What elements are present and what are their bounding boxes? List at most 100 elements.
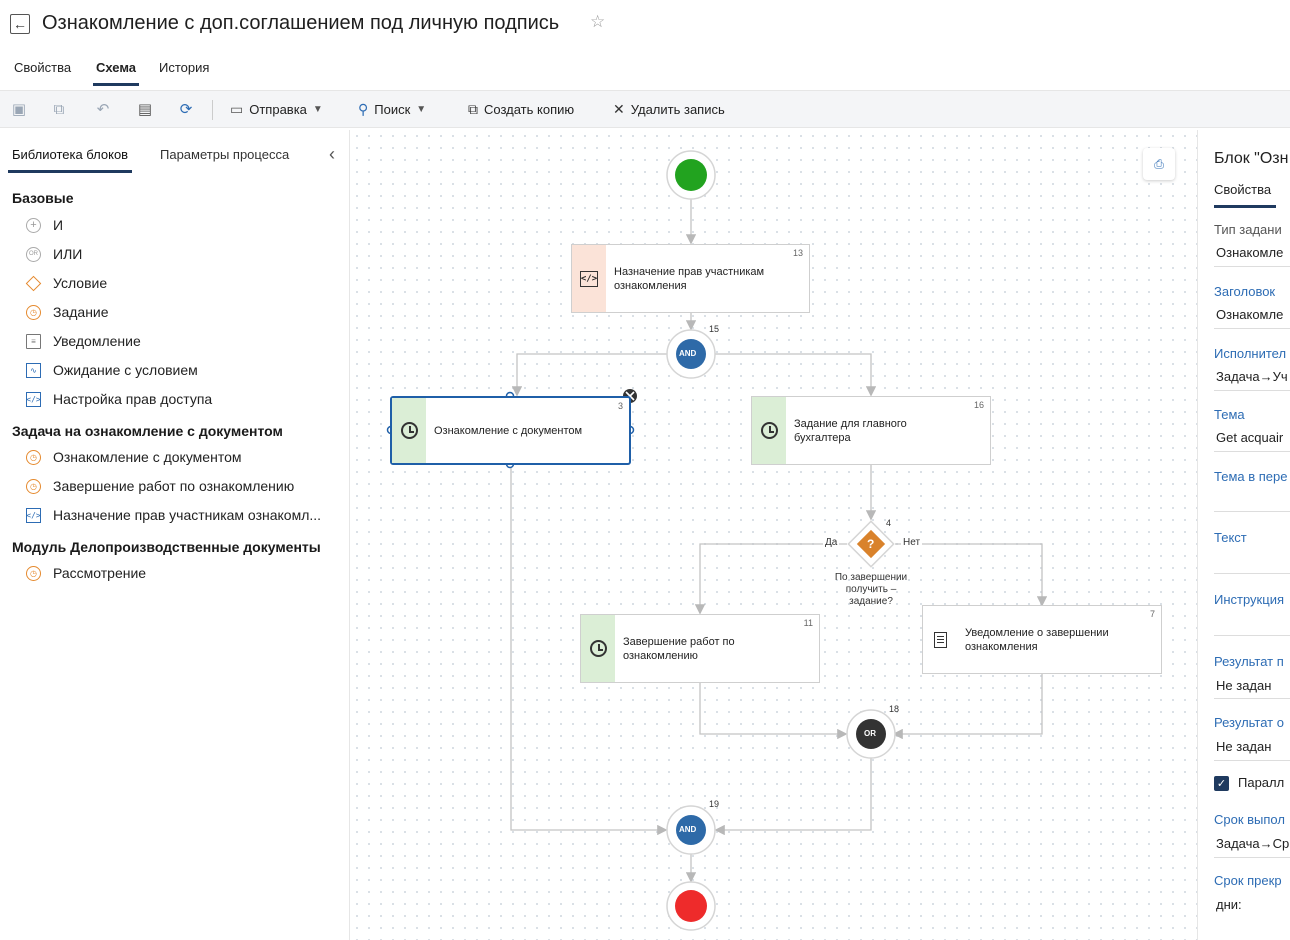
clock-icon: ◷ <box>26 304 41 320</box>
library-item-wait-condition[interactable]: ∿Ожидание с условием <box>26 362 198 378</box>
block-properties-panel: Блок "Озн Свойства Тип задани Ознакомле … <box>1197 130 1290 940</box>
checkbox-checked-icon[interactable]: ✓ <box>1214 776 1229 791</box>
field-label: Результат о <box>1214 715 1284 730</box>
and-gateway-label: AND <box>679 349 697 358</box>
toolbar-divider <box>212 100 213 120</box>
library-item-assign-rights[interactable]: </> Назначение прав участникам ознакомл..… <box>26 507 321 523</box>
field-label: Исполнител <box>1214 346 1287 361</box>
tab-properties[interactable]: Свойства <box>14 60 72 75</box>
search-icon: ⚲ <box>358 101 369 117</box>
search-label: Поиск <box>374 102 411 117</box>
field-underline <box>1214 760 1290 761</box>
section-review-task: Задача на ознакомление с документом <box>12 423 283 439</box>
node-number: 19 <box>709 799 720 809</box>
performer-value[interactable]: Задача→Уч <box>1216 369 1288 384</box>
condition-text-line: получить – <box>845 584 897 595</box>
code-icon: </> <box>580 270 598 287</box>
library-item-review-doc[interactable]: ◷Ознакомление с документом <box>26 449 241 465</box>
search-button[interactable]: ⚲ Поиск ▼ <box>358 101 426 118</box>
delete-button[interactable]: ✕ Удалить запись <box>613 101 725 118</box>
field-underline <box>1214 635 1290 636</box>
star-icon[interactable]: ☆ <box>590 12 606 31</box>
create-copy-button[interactable]: ⧉ Создать копию <box>468 101 574 118</box>
clock-icon <box>400 422 418 439</box>
no-label: Нет <box>901 537 923 548</box>
save-icon[interactable]: ▣ <box>11 101 27 118</box>
refresh-icon[interactable]: ⟳ <box>179 101 193 118</box>
node-review-document[interactable]: Ознакомление с документом 3 <box>390 396 631 465</box>
library-item-access-rights[interactable]: </>Настройка прав доступа <box>26 391 212 407</box>
back-arrow-icon[interactable]: ← <box>10 14 30 34</box>
collapse-left-icon[interactable]: ‹ <box>329 144 335 164</box>
library-item-notification[interactable]: ≡Уведомление <box>26 333 141 349</box>
library-item-consideration[interactable]: ◷Рассмотрение <box>26 565 146 581</box>
result-value[interactable]: Не задан <box>1216 678 1272 693</box>
send-button[interactable]: ▭ Отправка ▼ <box>230 101 323 118</box>
node-finish-review[interactable]: Завершение работ по ознакомлению 11 <box>580 614 820 683</box>
library-item-condition[interactable]: Условие <box>25 275 107 291</box>
subject-value[interactable]: Ознакомле <box>1216 307 1284 322</box>
tab-block-properties[interactable]: Свойства <box>1214 182 1277 208</box>
node-number: 15 <box>709 324 720 334</box>
create-copy-label: Создать копию <box>484 102 575 117</box>
days-label: дни: <box>1216 897 1242 912</box>
undo-icon[interactable]: ↶ <box>96 101 110 118</box>
and-gateway-label: AND <box>679 825 697 834</box>
node-number: 13 <box>792 248 803 258</box>
tab-history[interactable]: История <box>159 60 210 75</box>
or-gateway-label: OR <box>864 729 876 738</box>
task-type-value[interactable]: Ознакомле <box>1216 245 1284 260</box>
theme-value[interactable]: Get acquair <box>1216 430 1284 445</box>
close-icon: ✕ <box>613 101 625 117</box>
node-assign-rights[interactable]: </> Назначение прав участникам ознакомле… <box>571 244 810 313</box>
node-chief-accountant-task[interactable]: Задание для главного бухгалтера 16 <box>751 396 991 465</box>
page-title: Ознакомление с доп.соглашением под личну… <box>42 12 560 34</box>
node-icon-area <box>752 397 786 464</box>
node-icon-area <box>392 398 426 463</box>
field-label: Срок выпол <box>1214 812 1285 827</box>
tab-process-params[interactable]: Параметры процесса <box>160 147 290 162</box>
node-number: 4 <box>886 518 892 528</box>
deadline-value[interactable]: Задача→Ср <box>1216 836 1290 851</box>
save-as-icon[interactable]: ⧉ <box>53 100 65 118</box>
field-label: Заголовок <box>1214 284 1276 299</box>
tab-schema[interactable]: Схема <box>92 60 140 86</box>
result-value[interactable]: Не задан <box>1216 739 1272 754</box>
field-label: Срок прекр <box>1214 873 1282 888</box>
field-label[interactable]: Текст <box>1214 530 1247 545</box>
condition-gateway-label: ? <box>867 537 875 551</box>
print-icon[interactable]: ⎙ <box>1143 148 1175 180</box>
block-library-panel: Библиотека блоков Параметры процесса ‹ Б… <box>0 130 350 940</box>
field-underline <box>1214 451 1290 452</box>
library-item-label: Уведомление <box>53 333 141 349</box>
section-basic: Базовые <box>12 190 74 206</box>
chevron-down-icon: ▼ <box>312 104 323 115</box>
node-notify-completion[interactable]: Уведомление о завершении ознакомления 7 <box>922 605 1162 674</box>
library-item-label: Ожидание с условием <box>53 362 198 378</box>
field-label[interactable]: Инструкция <box>1214 592 1284 607</box>
node-label: Ознакомление с документом <box>434 424 583 437</box>
code-icon: </> <box>26 507 41 523</box>
library-item-label: ИЛИ <box>53 246 83 262</box>
or-circle-icon: OR <box>26 246 41 262</box>
schema-canvas[interactable]: AND 15 ? 4 OR 18 AND 19 Да Нет По заверш… <box>351 130 1197 940</box>
field-label[interactable]: Тема в пере <box>1214 469 1288 484</box>
field-label: Тема <box>1214 407 1245 422</box>
field-label: Результат п <box>1214 654 1284 669</box>
library-item-label: Назначение прав участникам ознакомл... <box>53 507 322 523</box>
node-label: Назначение прав участникам ознакомления <box>614 265 765 292</box>
clock-icon <box>589 640 607 657</box>
tab-block-library[interactable]: Библиотека блоков <box>7 147 133 173</box>
library-item-finish-review[interactable]: ◷Завершение работ по ознакомлению <box>26 478 294 494</box>
field-underline <box>1214 857 1290 858</box>
library-item-task[interactable]: ◷Задание <box>26 304 109 320</box>
field-underline <box>1214 511 1290 512</box>
copy-icon: ⧉ <box>468 101 478 117</box>
library-item-or[interactable]: OR ИЛИ <box>26 246 82 262</box>
document-icon[interactable]: ▤ <box>137 101 153 118</box>
block-title: Блок "Озн <box>1214 150 1289 167</box>
library-item-label: Ознакомление с документом <box>53 449 242 465</box>
library-item-label: Рассмотрение <box>53 565 147 581</box>
library-item-and[interactable]: +И <box>26 217 63 233</box>
node-icon-area: </> <box>572 245 606 312</box>
